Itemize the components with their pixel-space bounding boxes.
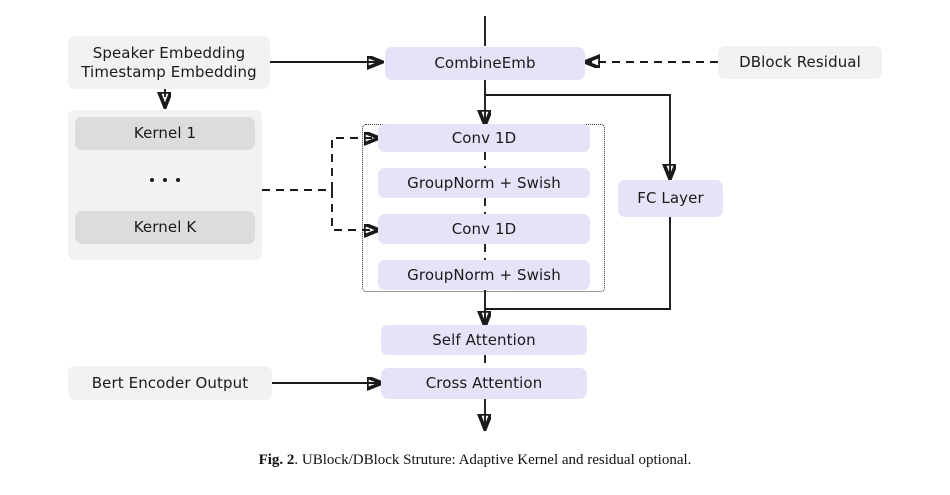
node-conv1d-first[interactable]: Conv 1D — [378, 124, 590, 152]
node-fc-layer[interactable]: FC Layer — [618, 180, 723, 217]
node-kernel-last[interactable]: Kernel K — [75, 211, 255, 244]
node-groupnorm-swish-second[interactable]: GroupNorm + Swish — [378, 260, 590, 290]
figure-caption-label: Fig. 2 — [258, 452, 295, 468]
node-conv1d-second[interactable]: Conv 1D — [378, 214, 590, 244]
node-combine-emb[interactable]: CombineEmb — [385, 47, 585, 80]
kernel-ellipsis — [75, 172, 255, 188]
node-self-attention[interactable]: Self Attention — [381, 325, 587, 355]
node-embedding-input[interactable]: Speaker Embedding Timestamp Embedding — [68, 36, 270, 89]
node-bert-encoder-output[interactable]: Bert Encoder Output — [68, 366, 272, 400]
node-cross-attention[interactable]: Cross Attention — [381, 368, 587, 399]
ellipsis-dot-icon — [163, 178, 167, 182]
figure-caption-text: . UBlock/DBlock Struture: Adaptive Kerne… — [294, 452, 692, 468]
node-dblock-residual[interactable]: DBlock Residual — [718, 46, 882, 79]
node-groupnorm-swish-first[interactable]: GroupNorm + Swish — [378, 168, 590, 198]
figure-caption: Fig. 2. UBlock/DBlock Struture: Adaptive… — [0, 452, 950, 469]
ellipsis-dot-icon — [150, 178, 154, 182]
node-kernel-first[interactable]: Kernel 1 — [75, 117, 255, 150]
ellipsis-dot-icon — [176, 178, 180, 182]
